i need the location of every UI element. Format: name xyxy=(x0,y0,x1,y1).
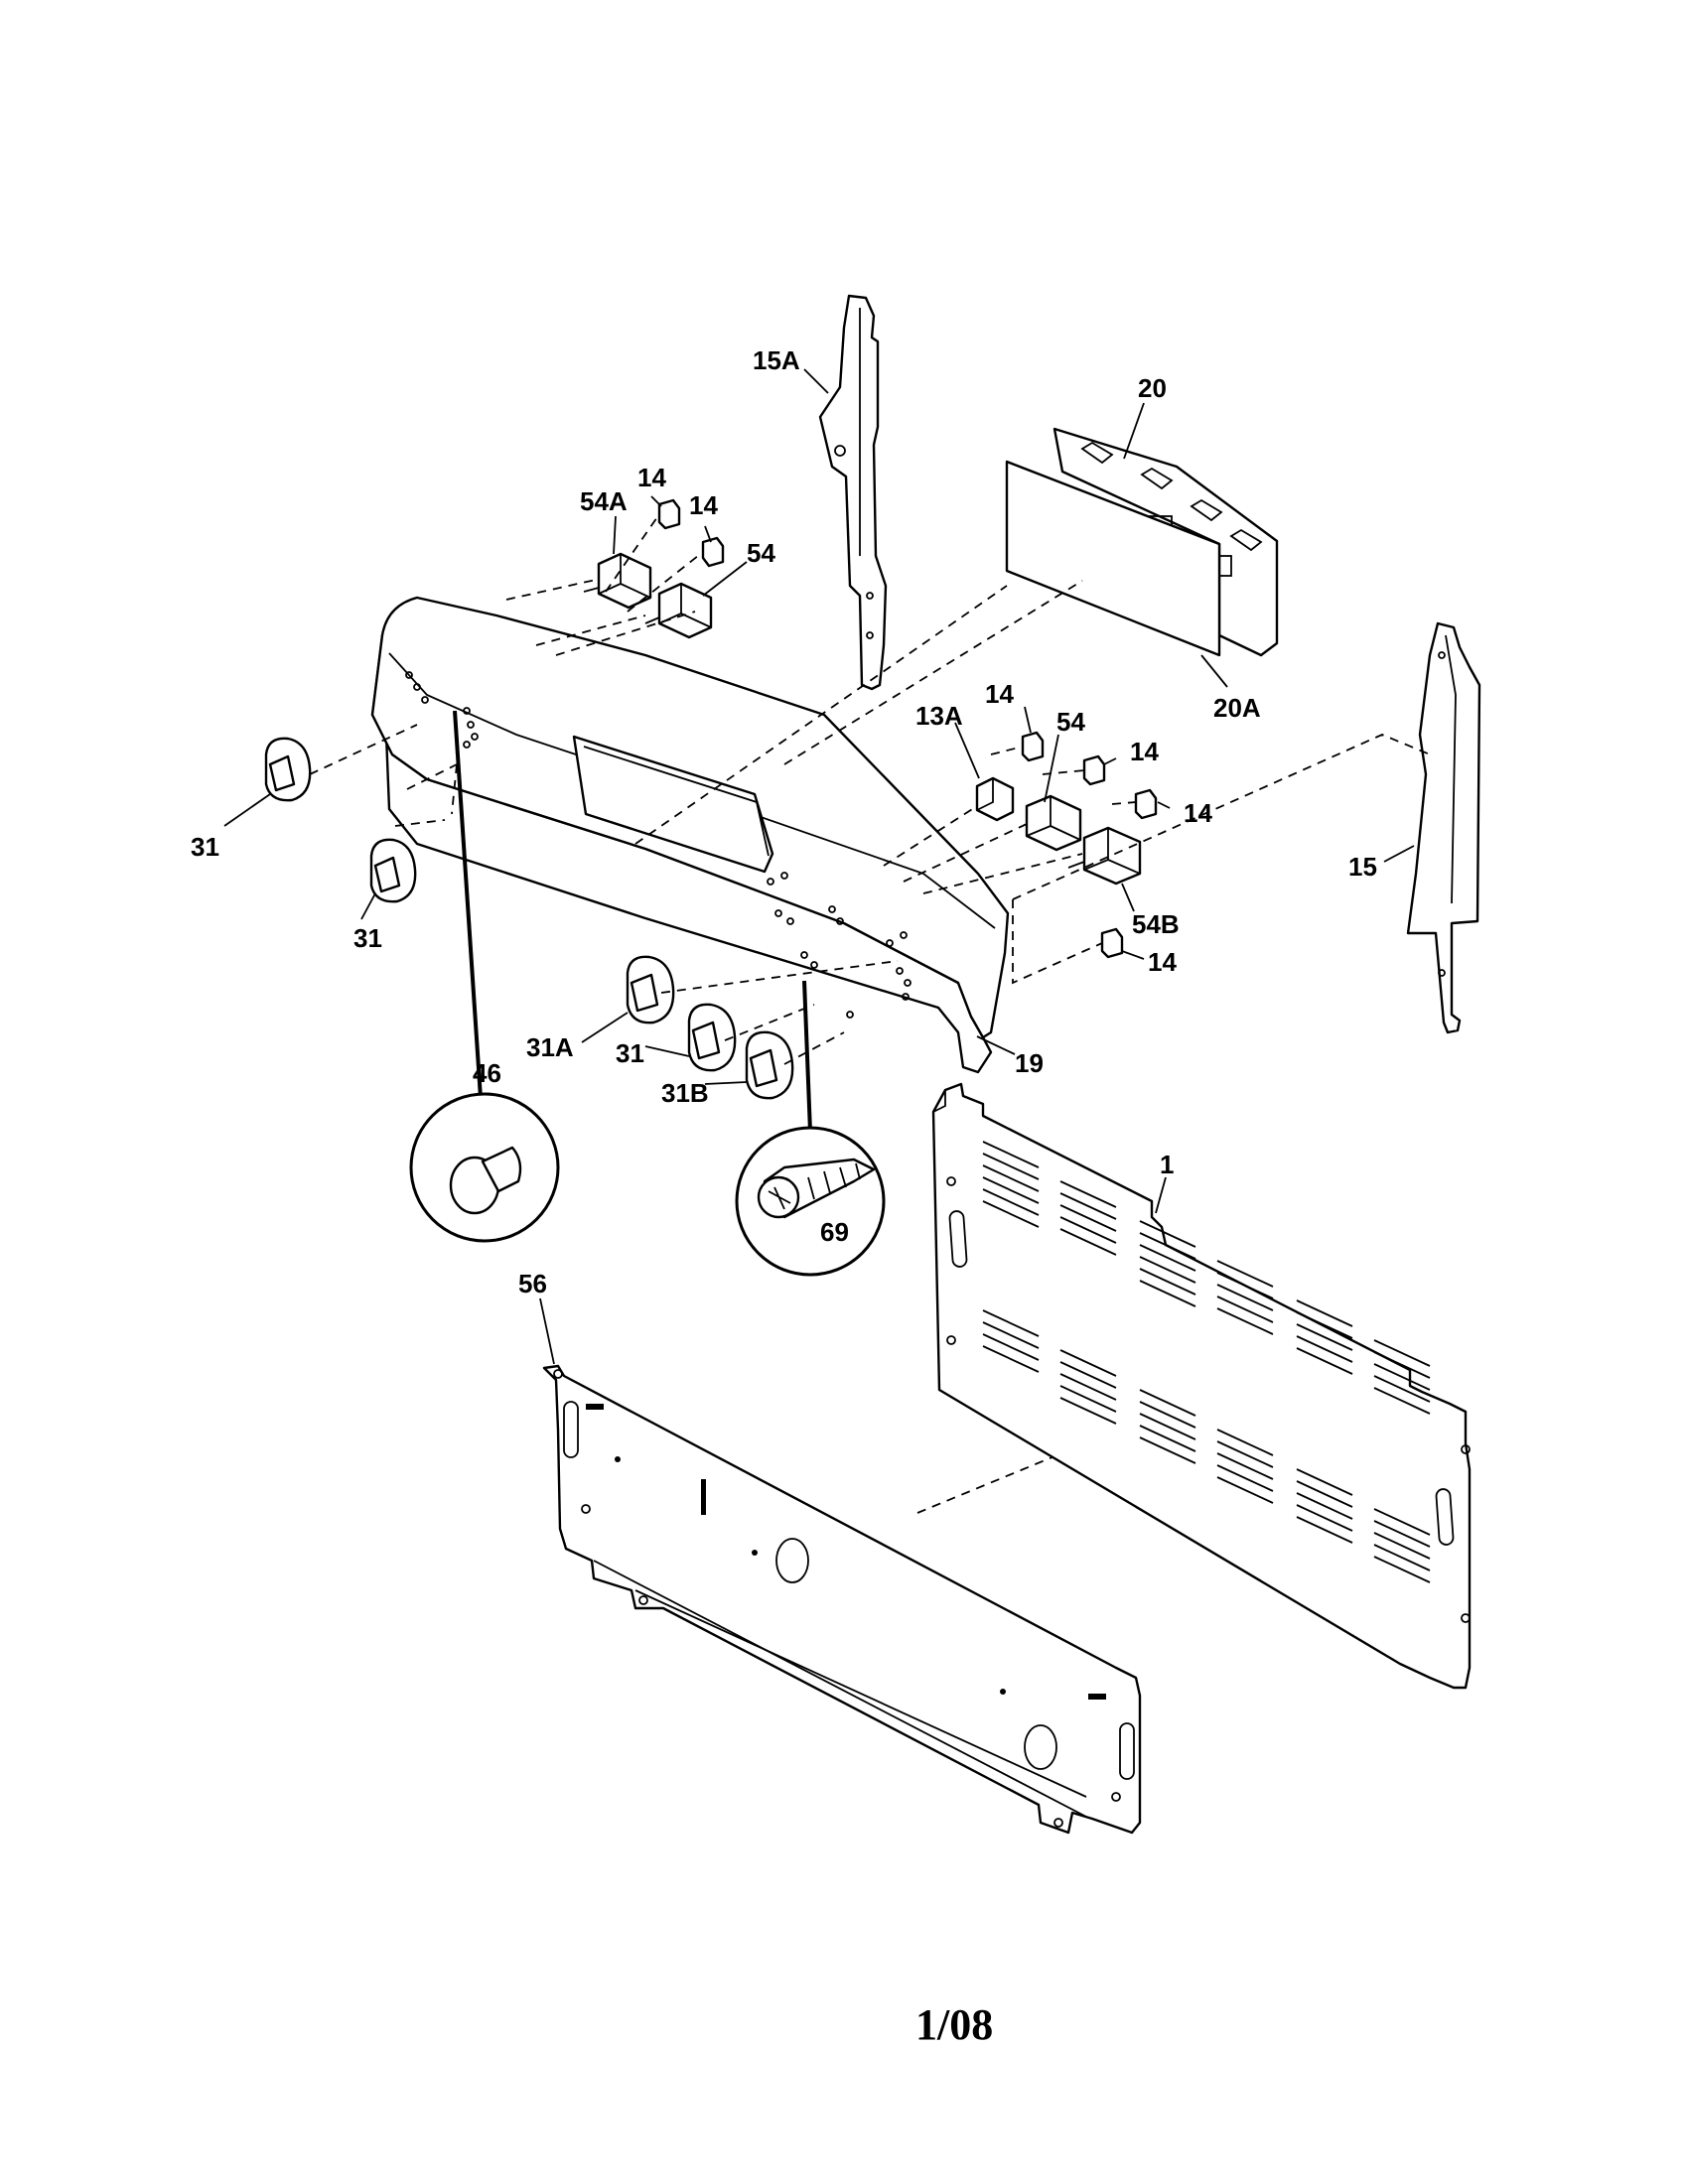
label-20: 20 xyxy=(1138,373,1167,403)
label-15A: 15A xyxy=(753,345,800,375)
switch-14-right-d xyxy=(1100,927,1124,959)
detail-leaders xyxy=(453,710,812,1133)
knob-31A xyxy=(626,955,675,1024)
panel-holes xyxy=(405,671,912,1019)
switch-14-upper-a xyxy=(657,498,681,530)
panel-1-louvers xyxy=(982,1141,1431,1583)
overlay-20A xyxy=(1005,460,1221,657)
label-14-b: 14 xyxy=(689,490,718,520)
switch-54A xyxy=(583,552,652,610)
switch-14-upper-b xyxy=(701,536,725,568)
console-panel-19 xyxy=(370,596,1010,1074)
label-leaders xyxy=(223,368,1415,1365)
detail-46-plug xyxy=(409,1092,560,1243)
label-54-b: 54 xyxy=(1056,707,1085,737)
label-56: 56 xyxy=(518,1269,547,1298)
label-31A: 31A xyxy=(526,1032,574,1062)
page-number: 1/08 xyxy=(915,2000,993,2049)
label-20A: 20A xyxy=(1213,693,1261,723)
switch-13A xyxy=(975,776,1015,822)
label-19: 19 xyxy=(1015,1048,1044,1078)
knob-31-upper xyxy=(264,737,312,802)
label-14-d: 14 xyxy=(1130,737,1159,766)
label-31B: 31B xyxy=(661,1078,709,1108)
back-panel-56 xyxy=(542,1364,1142,1835)
label-54A: 54A xyxy=(580,486,628,516)
label-15: 15 xyxy=(1348,852,1377,882)
switch-14-right-c xyxy=(1134,788,1158,820)
switch-54-lower xyxy=(1025,794,1082,852)
knob-31B xyxy=(745,1030,794,1100)
bracket-15A xyxy=(818,294,888,691)
switch-14-right-b xyxy=(1082,754,1106,786)
label-31-b: 31 xyxy=(353,923,382,953)
label-14-f: 14 xyxy=(1148,947,1177,977)
switch-54-upper xyxy=(644,582,713,639)
label-1: 1 xyxy=(1160,1150,1174,1179)
label-46: 46 xyxy=(473,1058,501,1088)
detail-69-screw xyxy=(735,1126,886,1277)
label-31-a: 31 xyxy=(191,832,219,862)
back-panel-1 xyxy=(931,1082,1472,1690)
switch-54B xyxy=(1067,826,1142,886)
bracket-15 xyxy=(1406,621,1481,1034)
label-14-c: 14 xyxy=(985,679,1014,709)
label-54-a: 54 xyxy=(747,538,775,568)
label-13A: 13A xyxy=(915,701,963,731)
label-14-a: 14 xyxy=(637,463,666,492)
knob-31-lower xyxy=(687,1003,737,1072)
label-54B: 54B xyxy=(1132,909,1180,939)
part-labels: 15A 20 14 54A 14 54 20A 14 13A 54 14 14 … xyxy=(191,345,1377,1298)
label-31-c: 31 xyxy=(616,1038,644,1068)
label-69: 69 xyxy=(820,1217,849,1247)
label-14-e: 14 xyxy=(1184,798,1212,828)
knob-31-middle xyxy=(369,838,417,903)
switch-14-right-a xyxy=(1021,731,1045,762)
